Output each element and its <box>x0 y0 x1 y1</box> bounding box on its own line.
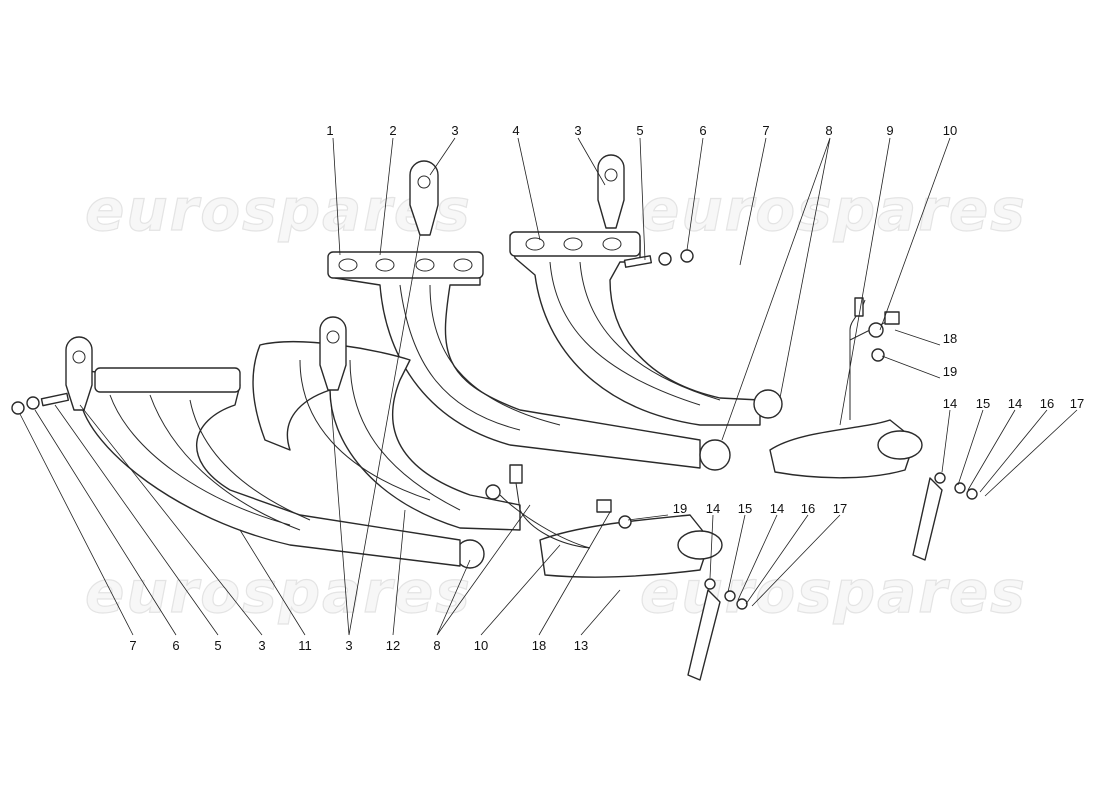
manifold-rear-right <box>509 231 783 426</box>
callout-label: 2 <box>389 123 396 138</box>
callout-label: 14 <box>706 501 720 516</box>
callout-label: 15 <box>738 501 752 516</box>
callout-label: 16 <box>1040 396 1054 411</box>
callout-label: 3 <box>451 123 458 138</box>
manifold-front-right <box>327 251 731 471</box>
fasteners <box>11 249 694 415</box>
callouts-right: 18 19 14 15 14 16 17 <box>943 331 1084 411</box>
callout-label: 14 <box>943 396 957 411</box>
callout-label: 3 <box>345 638 352 653</box>
callout-label: 6 <box>172 638 179 653</box>
callout-label: 5 <box>214 638 221 653</box>
callout-label: 6 <box>699 123 706 138</box>
watermark: eurospares <box>85 176 472 244</box>
callout-label: 17 <box>1070 396 1084 411</box>
callout-label: 3 <box>258 638 265 653</box>
callout-label: 19 <box>943 364 957 379</box>
callout-label: 18 <box>532 638 546 653</box>
manifold-front-left <box>252 341 521 569</box>
callouts-bottom: 7 6 5 3 11 3 12 8 10 18 13 <box>129 638 588 653</box>
callout-label: 4 <box>512 123 519 138</box>
callout-label: 7 <box>762 123 769 138</box>
callout-label: 9 <box>886 123 893 138</box>
callout-label: 19 <box>673 501 687 516</box>
callout-label: 13 <box>574 638 588 653</box>
callouts-top: 1 2 3 4 3 5 6 7 8 9 10 <box>326 123 957 138</box>
callout-label: 1 <box>326 123 333 138</box>
callout-label: 16 <box>801 501 815 516</box>
callouts-middle: 19 14 15 14 16 17 <box>673 501 847 516</box>
brackets <box>65 154 625 411</box>
callout-label: 11 <box>298 638 312 653</box>
callout-label: 8 <box>825 123 832 138</box>
callout-label: 14 <box>770 501 784 516</box>
callout-label: 5 <box>636 123 643 138</box>
callout-label: 10 <box>474 638 488 653</box>
exhaust-pipe-left <box>485 464 748 681</box>
callout-label: 8 <box>433 638 440 653</box>
manifold-rear-left <box>74 367 461 567</box>
leader-lines <box>19 137 1078 636</box>
callout-label: 17 <box>833 501 847 516</box>
callout-label: 15 <box>976 396 990 411</box>
watermark: eurospares <box>640 176 1027 244</box>
callout-label: 3 <box>574 123 581 138</box>
callout-label: 7 <box>129 638 136 653</box>
callout-label: 14 <box>1008 396 1022 411</box>
callout-label: 18 <box>943 331 957 346</box>
exhaust-pipe-right <box>769 297 978 561</box>
callout-label: 12 <box>386 638 400 653</box>
callout-label: 10 <box>943 123 957 138</box>
